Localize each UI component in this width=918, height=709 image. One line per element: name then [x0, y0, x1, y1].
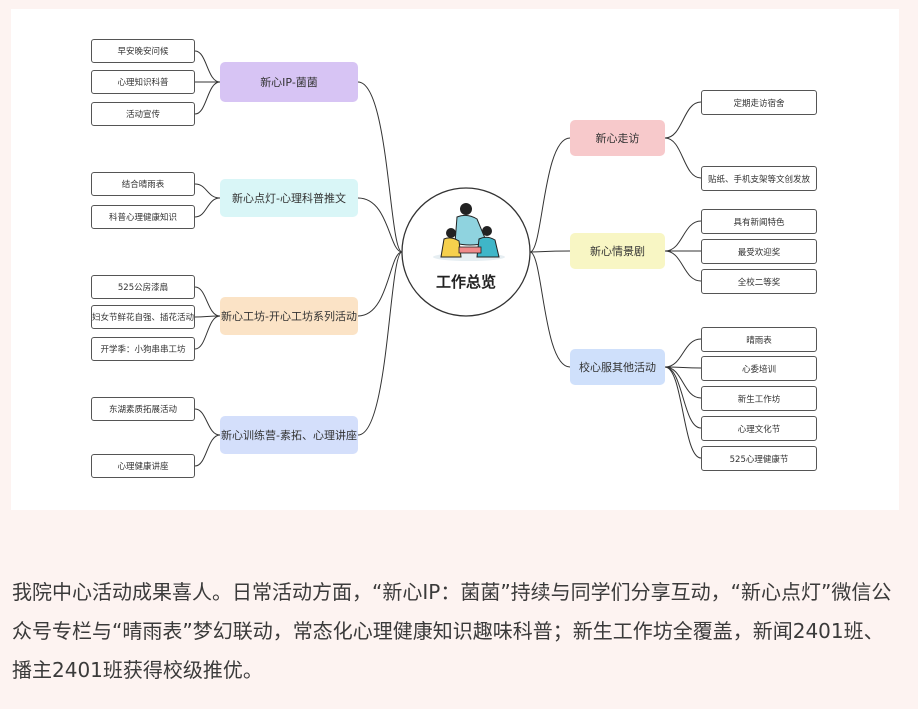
leaf-dd-1: 结合晴雨表 [91, 172, 195, 196]
leaf-ip-1: 早安晚安问候 [91, 39, 195, 63]
leaf-gf-3: 开学季：小狗串串工坊 [91, 337, 195, 361]
leaf-dd-2: 科普心理健康知识 [91, 205, 195, 229]
leaf-zf-2: 贴纸、手机支架等文创发放 [701, 166, 817, 191]
trunk-left-3 [357, 251, 403, 436]
leaf-link-right-0-1 [664, 137, 702, 179]
leaf-link-left-0-0 [194, 50, 221, 83]
trunk-left-1 [357, 197, 403, 253]
leaf-link-right-2-1 [664, 366, 702, 369]
branch-xl: 新心训练营-素拓、心理讲座 [220, 416, 358, 454]
trunk-right-2 [529, 251, 571, 368]
trunk-left-2 [357, 251, 403, 317]
leaf-link-right-0-0 [664, 101, 702, 139]
branch-ip: 新心IP-菌菌 [220, 62, 358, 102]
leaf-link-left-2-1 [194, 315, 221, 318]
center-title: 工作总览 [435, 272, 496, 291]
leaf-zf-1: 定期走访宿舍 [701, 90, 817, 115]
leaf-qt-2: 心委培训 [701, 356, 817, 381]
leaf-link-left-1-1 [194, 197, 221, 218]
branch-qj: 新心情景剧 [570, 233, 665, 269]
trunk-right-0 [529, 137, 571, 253]
leaf-qt-5: 525心理健康节 [701, 446, 817, 471]
trunk-right-1 [529, 250, 571, 253]
leaf-link-right-2-0 [664, 338, 702, 368]
leaf-qj-1: 具有新闻特色 [701, 209, 817, 234]
leaf-qt-1: 晴雨表 [701, 327, 817, 352]
leaf-ip-3: 活动宣传 [91, 102, 195, 126]
leaf-link-right-1-2 [664, 250, 702, 282]
leaf-qj-2: 最受欢迎奖 [701, 239, 817, 264]
mindmap-diagram: 早安晚安问候 心理知识科普 活动宣传 结合晴雨表 科普心理健康知识 525公房漆… [11, 9, 899, 510]
branch-qt: 校心服其他活动 [570, 349, 665, 385]
caption-paragraph: 我院中心活动成果喜人。日常活动方面，“新心IP：菌菌”持续与同学们分享互动，“新… [12, 580, 892, 682]
leaf-link-right-2-4 [664, 366, 702, 459]
leaf-gf-2: 妇女节鲜花自强、插花活动 [91, 305, 195, 329]
connector-lines [194, 50, 702, 467]
branch-gf: 新心工坊-开心工坊系列活动 [220, 297, 358, 335]
people-illustration-icon [433, 203, 505, 261]
leaf-qt-3: 新生工作坊 [701, 386, 817, 411]
leaf-gf-1: 525公房漆扇 [91, 275, 195, 299]
trunk-left-0 [357, 81, 403, 253]
branch-zf: 新心走访 [570, 120, 665, 156]
leaf-link-right-1-0 [664, 220, 702, 252]
leaf-qt-4: 心理文化节 [701, 416, 817, 441]
leaf-link-left-3-0 [194, 408, 221, 436]
leaf-ip-2: 心理知识科普 [91, 70, 195, 94]
leaf-xl-1: 东湖素质拓展活动 [91, 397, 195, 421]
leaf-link-left-2-0 [194, 286, 221, 317]
leaf-link-right-2-3 [664, 366, 702, 429]
leaf-xl-2: 心理健康讲座 [91, 454, 195, 478]
leaf-qj-3: 全校二等奖 [701, 269, 817, 294]
leaf-link-left-3-1 [194, 434, 221, 467]
branch-dd: 新心点灯-心理科普推文 [220, 179, 358, 217]
leaf-link-left-1-0 [194, 183, 221, 199]
leaf-link-left-2-2 [194, 315, 221, 350]
leaf-link-right-2-2 [664, 366, 702, 399]
leaf-link-left-0-2 [194, 81, 221, 115]
